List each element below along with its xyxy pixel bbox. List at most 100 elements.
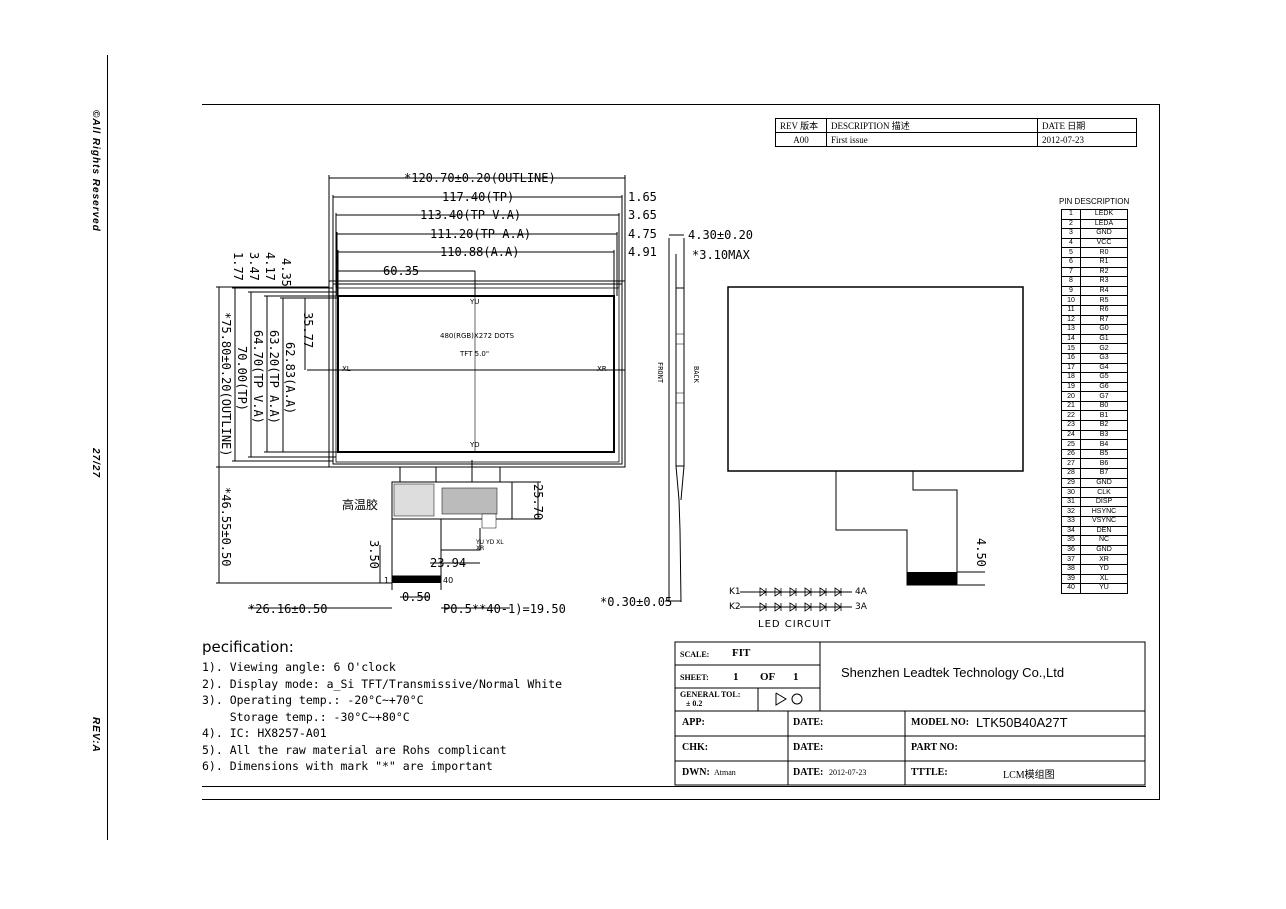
- pin-number: 4: [1061, 237, 1081, 249]
- sheet-of: OF: [760, 671, 776, 683]
- chk-date-label: DATE:: [793, 742, 824, 753]
- app-date-label: DATE:: [793, 717, 824, 728]
- pin-signal: LEDK: [1080, 209, 1128, 220]
- pin-signal: B4: [1080, 439, 1128, 450]
- pin40-label: 40: [443, 576, 454, 585]
- size-label: TFT 5.0": [460, 350, 490, 358]
- margin-177-dim: 1.77: [231, 252, 245, 281]
- front-label: FRONT: [656, 362, 664, 384]
- pin-signal: G2: [1080, 343, 1128, 354]
- spec-item: Storage temp.: -30°C~+80°C: [202, 709, 410, 724]
- aa-width-dim: 110.88(A.A): [440, 245, 520, 259]
- scale-label: SCALE:: [680, 650, 710, 659]
- pin-signal: XR: [1080, 554, 1128, 565]
- pin-number: 33: [1061, 516, 1081, 527]
- pin-number: 34: [1061, 525, 1081, 537]
- pin-signal: G0: [1080, 324, 1128, 335]
- spec-item: 2). Display mode: a_Si TFT/Transmissive/…: [202, 676, 563, 691]
- max-thickness-dim: *3.10MAX: [692, 248, 750, 262]
- pin-signal: DISP: [1080, 496, 1128, 508]
- pin-number: 29: [1061, 477, 1081, 489]
- pin-number: 32: [1061, 506, 1081, 517]
- led-3a-label: 3A: [855, 602, 867, 612]
- tp-outline: [332, 283, 623, 465]
- rev-value: A00: [775, 132, 827, 147]
- pin-signal: XL: [1080, 573, 1128, 585]
- fpc-signal-label: YU YD XL XR: [476, 539, 504, 552]
- pin-number: 10: [1061, 295, 1081, 306]
- pin-signal: B7: [1080, 468, 1128, 479]
- margin-435-dim: 4.35: [279, 258, 293, 287]
- spec-item: 6). Dimensions with mark "*" are importa…: [202, 759, 493, 773]
- pin-number: 7: [1061, 266, 1081, 278]
- frame-inner-rule: [202, 786, 1146, 787]
- pin-signal: G4: [1080, 362, 1128, 374]
- pin-number: 39: [1061, 573, 1081, 585]
- pin-signal: CLK: [1080, 487, 1128, 498]
- side-view-body: [675, 287, 685, 467]
- pin-number: 5: [1061, 247, 1081, 258]
- sheet-label: SHEET:: [680, 673, 709, 682]
- pin-signal: R6: [1080, 304, 1128, 316]
- glue-label: 高温胶: [342, 498, 379, 512]
- specification-block: pecification: 1). Viewing angle: 6 O'clo…: [202, 638, 562, 776]
- sheet-value: 1: [733, 671, 739, 683]
- fpc-2394-dim: 23.94: [430, 556, 467, 570]
- pin-number: 11: [1061, 304, 1081, 316]
- pin-signal: DEN: [1080, 525, 1128, 537]
- pin-number: 28: [1061, 468, 1081, 479]
- pin-number: 36: [1061, 544, 1081, 556]
- thickness-dim: 4.30±0.20: [688, 228, 754, 242]
- pin-signal: G3: [1080, 352, 1128, 364]
- pin-number: 1: [1061, 209, 1081, 220]
- resolution-label: 480(RGB)X272 DOTS: [440, 332, 514, 340]
- tp-width-dim: 117.40(TP): [442, 190, 515, 204]
- pin-description-title: PIN DESCRIPTION: [1059, 197, 1130, 206]
- pin-number: 6: [1061, 256, 1081, 268]
- pin-signal: R7: [1080, 314, 1128, 326]
- revision-row: A00 First issue 2012-07-23: [775, 132, 1137, 147]
- pin-signal: R1: [1080, 256, 1128, 268]
- model-label: MODEL NO:: [911, 717, 970, 728]
- pin-number: 17: [1061, 362, 1081, 374]
- pin-signal: B0: [1080, 400, 1128, 412]
- pin-signal: B1: [1080, 410, 1128, 422]
- scale-value: FIT: [732, 647, 751, 659]
- sheet-total: 1: [793, 671, 799, 683]
- pin-signal: GND: [1080, 228, 1128, 239]
- app-label: APP:: [682, 717, 705, 728]
- pin-signal: B2: [1080, 420, 1128, 431]
- pin-number: 21: [1061, 400, 1081, 412]
- spec-item: 4). IC: HX8257-A01: [202, 726, 327, 740]
- pin-number: 20: [1061, 391, 1081, 402]
- lcd-outline: [328, 280, 626, 468]
- outline-height-dim: *75.80±0.20(OUTLINE): [219, 312, 233, 457]
- back-fpc-dim: 4.50: [974, 538, 988, 567]
- pin-number: 35: [1061, 535, 1081, 546]
- pin-number: 2: [1061, 218, 1081, 230]
- pin-signal: VCC: [1080, 237, 1128, 249]
- margin-165-dim: 1.65: [628, 190, 657, 204]
- tp-height-dim: 70.00(TP): [235, 346, 249, 412]
- pin-number: 24: [1061, 429, 1081, 441]
- pin-signal: YD: [1080, 563, 1128, 575]
